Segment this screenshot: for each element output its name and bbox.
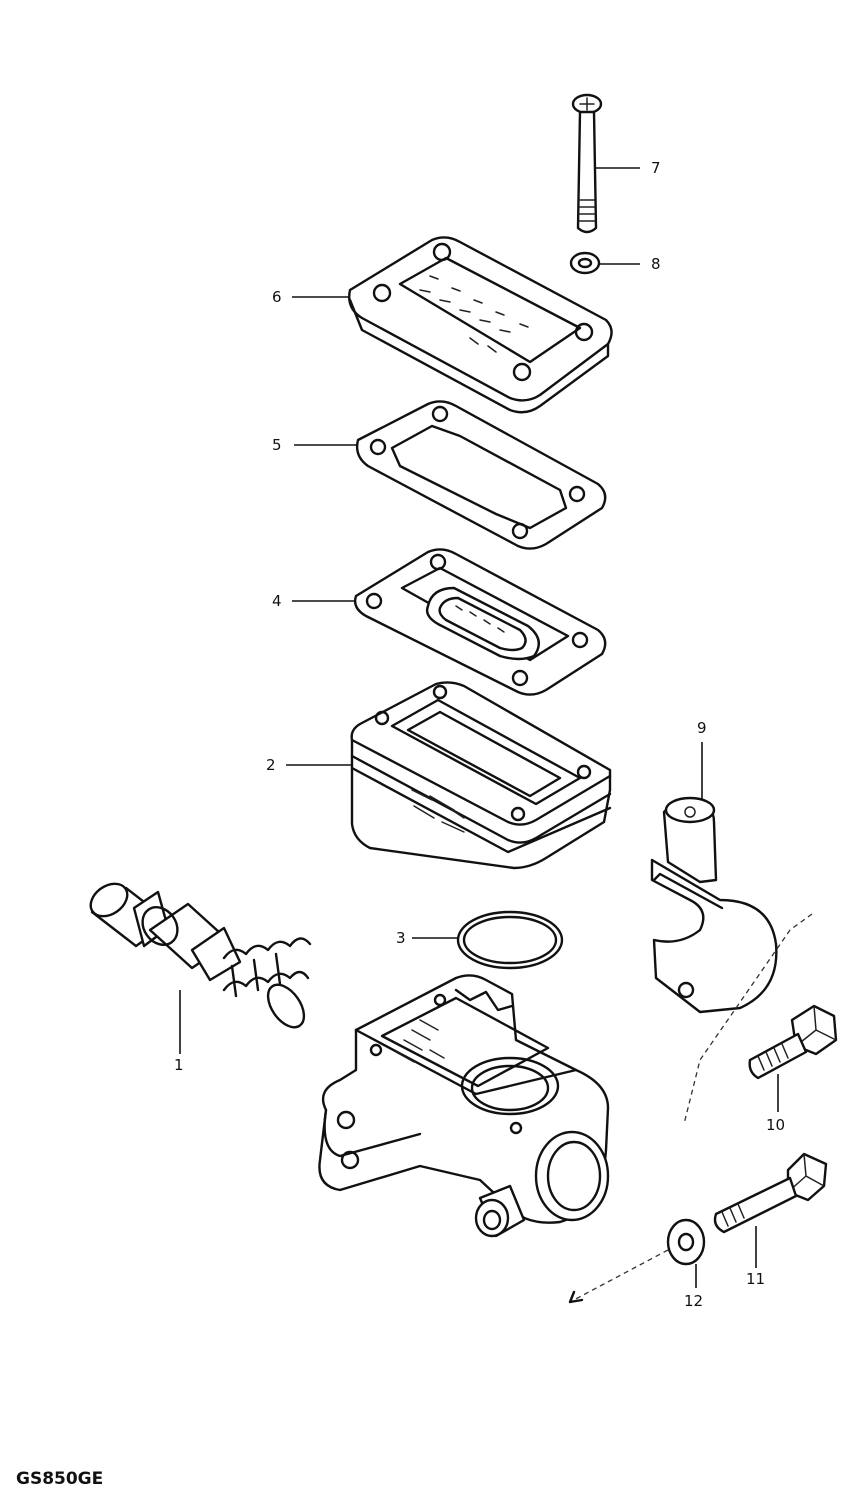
callout-5: 5 [272,436,282,454]
callout-10: 10 [766,1116,785,1134]
part-5-gasket [355,400,607,550]
part-12-washer [666,1218,706,1266]
part-1-piston [89,882,312,1029]
callout-11: 11 [746,1270,765,1288]
part-9-clamp [650,796,778,1014]
callout-3: 3 [396,929,406,947]
part-10-clamp-bolt [748,1004,838,1080]
callout-6: 6 [272,288,282,306]
callout-labels: 7 8 6 5 4 2 3 1 9 10 11 12 [174,159,785,1310]
diagram-code: GS850GE [16,1469,103,1489]
callout-7: 7 [651,159,661,177]
assembly-lines [568,913,813,1304]
part-4-diaphragm [353,548,607,696]
part-2-reservoir [350,681,612,870]
callout-12: 12 [684,1292,703,1310]
part-8-washer [569,251,601,275]
callout-8: 8 [651,255,661,273]
part-3-o-ring [456,910,564,970]
master-cylinder-body [318,974,610,1238]
callout-1: 1 [174,1056,184,1074]
callout-4: 4 [272,592,282,610]
callout-9: 9 [697,719,707,737]
leader-lines [179,167,779,1288]
callout-2: 2 [266,756,276,774]
part-6-reservoir-cap [348,236,613,414]
part-11-mounting-bolt [713,1152,828,1234]
part-7-bolt [571,93,603,234]
